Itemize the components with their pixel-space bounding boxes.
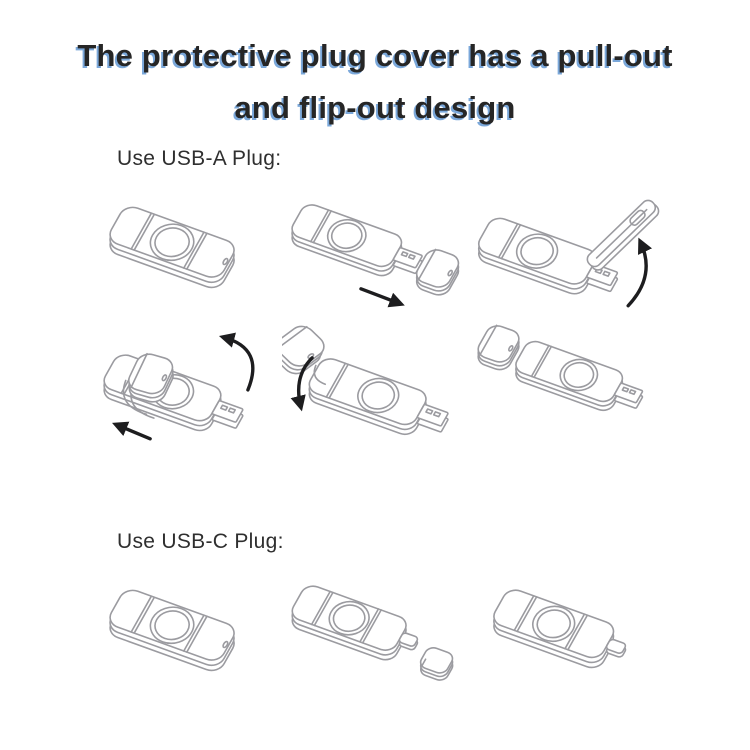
- charger-body-icon: [283, 201, 466, 298]
- page-title-line-2: and flip-out design: [234, 90, 516, 125]
- figure-usbc-plug-exposed: [474, 568, 662, 708]
- figure-usbc-cap-removed: [282, 568, 470, 708]
- usb-c-exposed-illustration: [484, 586, 630, 672]
- charger-body-icon: [283, 582, 459, 682]
- figure-usba-cover-flipped-up: [474, 185, 662, 325]
- device-closed-illustration: [100, 203, 244, 292]
- charger-body-icon: [100, 203, 244, 292]
- usb-a-section-label: Use USB-A Plug:: [117, 147, 282, 170]
- cover-flipping-back-illustration: [282, 318, 452, 439]
- rotate-over-arrow: [218, 332, 255, 392]
- rotate-up-arrow: [626, 237, 653, 308]
- cover-folded-on-top-illustration: [94, 332, 255, 441]
- pull-out-arrow: [359, 287, 405, 308]
- page-title-line-1: The protective plug cover has a pull-out: [77, 38, 673, 73]
- usb-a-steps-row-2: [90, 318, 660, 458]
- figure-usba-cover-folded-on-top: [90, 318, 278, 458]
- usb-a-steps-row-1: [90, 185, 660, 325]
- slide-back-arrow: [112, 421, 152, 441]
- charger-body-icon: [100, 586, 244, 675]
- hinge-strap-line: [314, 365, 325, 384]
- usb-c-section-label: Use USB-C Plug:: [117, 530, 284, 553]
- cap-removed-illustration: [283, 582, 470, 708]
- charger-body-icon: [299, 355, 452, 439]
- charger-body-icon: [484, 586, 630, 672]
- flipped-cover-icon: [585, 198, 662, 273]
- figure-usba-device-closed: [90, 185, 278, 325]
- device-closed-illustration: [100, 586, 244, 675]
- figure-usba-cover-flipping-back: [282, 318, 470, 458]
- figure-usba-cover-folded-flat: [474, 318, 662, 458]
- rotate-down-arrow: [290, 356, 314, 412]
- figure-usba-cover-pulled-out: [282, 185, 470, 325]
- page-title: The protective plug cover has a pull-out…: [0, 30, 750, 134]
- cover-pulled-out-illustration: [283, 201, 470, 308]
- figure-usbc-device-closed: [90, 568, 278, 708]
- charger-body-icon: [474, 323, 647, 414]
- cover-folded-flat-illustration: [474, 318, 647, 414]
- usb-c-steps-row: [90, 568, 660, 708]
- cover-flipped-up-illustration: [474, 185, 662, 308]
